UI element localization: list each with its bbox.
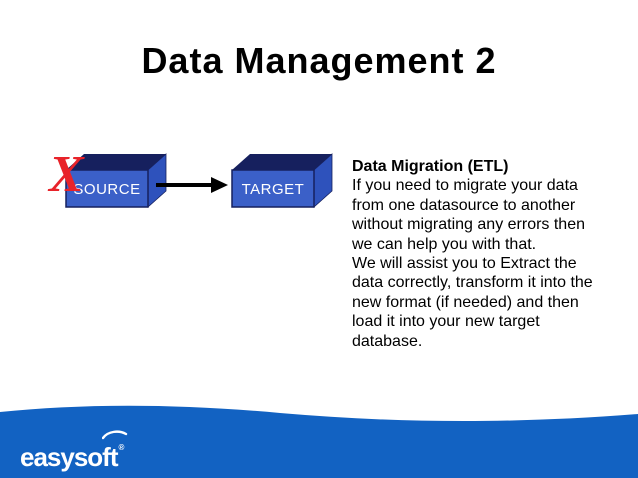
etl-line: data correctly, transform it into the bbox=[352, 274, 593, 292]
source-box: SOURCE bbox=[65, 153, 167, 208]
registered-trademark-mark: ® bbox=[118, 443, 125, 452]
target-box-front-face bbox=[231, 169, 315, 208]
etl-text-block: Data Migration (ETL) If you need to migr… bbox=[352, 157, 638, 351]
error-x-icon: X bbox=[47, 146, 85, 203]
etl-line: from one datasource to another bbox=[352, 196, 576, 214]
etl-line: load it into your new target bbox=[352, 313, 540, 331]
etl-line: without migrating any errors then bbox=[352, 216, 585, 234]
etl-line: new format (if needed) and then bbox=[352, 293, 579, 311]
etl-heading: Data Migration (ETL) bbox=[352, 158, 509, 175]
easysoft-logo: easysoft® bbox=[20, 430, 128, 474]
source-box-front-face bbox=[65, 169, 149, 208]
slide-title: Data Management 2 bbox=[141, 40, 497, 81]
logo-text: easysoft bbox=[20, 442, 118, 472]
source-box-top-face bbox=[66, 154, 166, 170]
etl-line: If you need to migrate your data bbox=[352, 177, 578, 195]
target-box: TARGET bbox=[231, 153, 333, 208]
source-box-label: SOURCE bbox=[73, 181, 140, 198]
etl-line: database. bbox=[352, 332, 423, 350]
target-box-label: TARGET bbox=[242, 181, 305, 198]
ft-swoosh-icon bbox=[102, 430, 128, 440]
etl-line: We will assist you to Extract the bbox=[352, 255, 577, 273]
etl-line: we can help you with that. bbox=[352, 235, 537, 253]
target-box-top-face bbox=[232, 154, 332, 170]
footer-wave-band bbox=[0, 405, 638, 478]
flow-arrow-icon bbox=[156, 177, 228, 193]
